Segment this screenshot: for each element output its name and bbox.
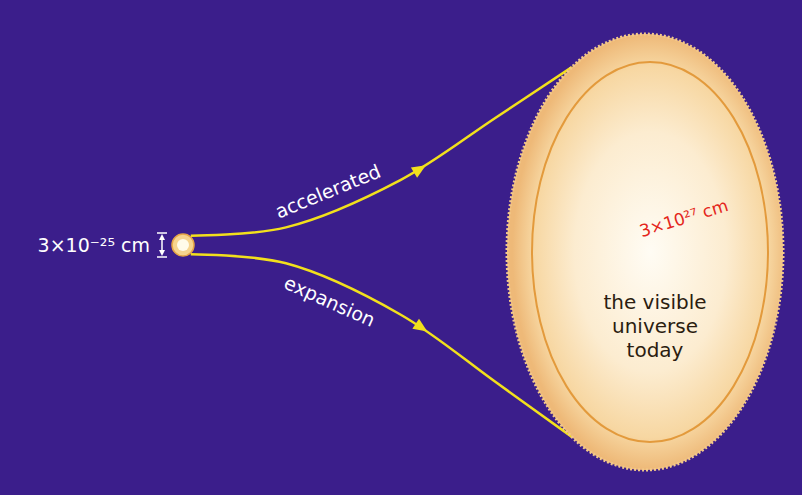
node-outline bbox=[505, 32, 785, 472]
edge-label: accelerated bbox=[273, 161, 384, 223]
bracket-arrowhead bbox=[159, 250, 165, 256]
universe-sphere bbox=[507, 34, 783, 470]
bracket-arrowhead bbox=[159, 234, 165, 240]
size-bracket bbox=[157, 233, 167, 257]
arrowhead bbox=[412, 319, 427, 332]
initial-sphere bbox=[172, 234, 194, 256]
visible-universe-circle: the visible universe today bbox=[505, 32, 785, 472]
edge-label: expansion bbox=[281, 272, 378, 331]
size-label: 3×10⁻²⁵ cm bbox=[38, 235, 150, 256]
initial-sphere-core bbox=[177, 239, 189, 251]
initial-universe-circle: 3×10⁻²⁵ cm bbox=[171, 233, 195, 257]
arrowhead bbox=[411, 165, 426, 177]
visible-horizon-ring bbox=[532, 62, 768, 442]
universe-label: the visible universe today bbox=[590, 290, 720, 362]
node-outline bbox=[171, 233, 195, 257]
